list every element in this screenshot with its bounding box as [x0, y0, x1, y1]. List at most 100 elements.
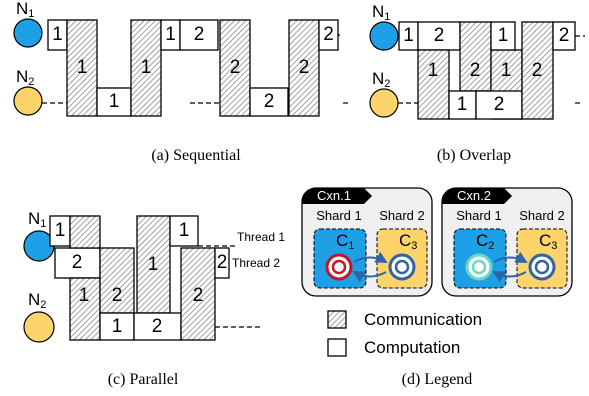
communication-block [521, 21, 554, 120]
communication-block [69, 215, 101, 249]
communication-swatch [327, 310, 347, 329]
block-label: 2 [470, 60, 481, 81]
node-n2-label: N2 [28, 290, 46, 311]
computation-block [179, 19, 219, 51]
block-label: 1 [55, 220, 66, 241]
cxn2-label: Cxn.2 [457, 188, 491, 203]
node-n2: N2 [23, 290, 55, 343]
block-label: 1 [148, 254, 159, 275]
thread-1-label: Thread 1 [237, 230, 285, 244]
communication-block [130, 19, 162, 117]
panel-legend: Cxn.1 Shard 1 Shard 2 C1 C3 Cxn.2 Shard … [301, 187, 573, 388]
c3-ring-icon [528, 253, 556, 281]
block-label: 2 [323, 24, 334, 45]
block-label: 1 [79, 285, 90, 306]
link-arrow-icon [493, 251, 528, 263]
block-label: 2 [217, 252, 228, 273]
block-label: 2 [434, 25, 445, 46]
c2-label: C2 [476, 231, 494, 252]
block-label: 2 [532, 60, 543, 81]
block-label: 1 [457, 94, 468, 115]
link-arrow-icon [492, 271, 527, 283]
communication-label: Communication [364, 310, 482, 329]
computation-swatch [327, 338, 347, 357]
node-n1-label: N1 [28, 209, 46, 230]
communication-block [99, 247, 135, 314]
block-label: 2 [194, 24, 205, 45]
communication-block [417, 49, 450, 120]
c1-label: C1 [336, 231, 354, 252]
communication-block [288, 19, 320, 117]
block-label: 1 [179, 220, 190, 241]
computation-block [318, 19, 339, 51]
computation-block [448, 90, 477, 120]
node-n2-circle [23, 311, 55, 343]
block-label: 2 [72, 252, 83, 273]
caption-sequential: (a) Sequential [151, 147, 241, 164]
computation-block [249, 87, 289, 117]
panel-parallel: N1 N2 1 2 1 2 1 1 2 1 2 2 Thread 1 Threa… [23, 209, 285, 388]
connection-2: Cxn.2 Shard 1 Shard 2 C2 C3 [441, 187, 573, 297]
node-n1-label: N1 [372, 2, 390, 23]
computation-block [169, 215, 199, 247]
computation-block [99, 312, 135, 341]
block-label: 1 [112, 316, 123, 337]
shard2-label: Shard 2 [519, 208, 565, 223]
link-arrow-icon [353, 251, 388, 263]
node-n2-label: N2 [16, 67, 34, 88]
caption-parallel: (c) Parallel [108, 371, 179, 388]
computation-label: Computation [364, 338, 460, 357]
panel-sequential: N1 N2 1 1 1 1 1 2 2 2 2 2 (a) Sequential [13, 0, 350, 164]
block-label: 2 [152, 316, 163, 337]
computation-block [214, 247, 230, 279]
block-label: 1 [403, 25, 414, 46]
block-label: 1 [498, 25, 509, 46]
node-n1-circle [369, 21, 399, 51]
block-label: 2 [193, 285, 204, 306]
computation-block [133, 312, 182, 341]
block-label: 2 [264, 91, 275, 112]
connection-header [442, 188, 512, 204]
shard2-label: Shard 2 [379, 208, 425, 223]
node-n2: N2 [13, 67, 43, 116]
connection-1: Cxn.1 Shard 1 Shard 2 C1 C3 [301, 187, 433, 297]
block-label: 1 [501, 60, 512, 81]
computation-block [96, 87, 132, 117]
node-n1: N1 [13, 0, 43, 48]
thread-2-label: Thread 2 [232, 256, 280, 270]
caption-legend: (d) Legend [402, 371, 473, 388]
block-label: 2 [299, 57, 310, 78]
c3-ring-icon [388, 253, 416, 281]
shard1-label: Shard 1 [456, 208, 502, 223]
node-n1-label: N1 [16, 0, 34, 20]
c1-ring-icon [325, 253, 353, 281]
computation-block [475, 90, 523, 120]
block-label: 2 [230, 57, 241, 78]
block-label: 1 [77, 57, 88, 78]
c3-label: C3 [399, 231, 417, 252]
node-n2: N2 [369, 69, 399, 118]
node-n2-circle [369, 88, 399, 118]
node-n2-label: N2 [372, 69, 390, 90]
block-label: 2 [112, 285, 123, 306]
panel-overlap: N1 N2 1 2 1 2 1 1 1 2 2 2 (b) Overlap [369, 2, 585, 164]
block-label: 2 [559, 25, 570, 46]
block-label: 1 [428, 60, 439, 81]
c2-ring-icon [465, 253, 493, 281]
communication-block [66, 19, 98, 117]
link-arrow-icon [352, 271, 387, 283]
c3-label: C3 [539, 231, 557, 252]
block-label: 1 [52, 24, 63, 45]
communication-block [69, 277, 101, 341]
block-label: 1 [141, 57, 152, 78]
communication-block [219, 19, 251, 117]
block-label: 1 [109, 91, 120, 112]
node-n1: N1 [369, 2, 399, 51]
cxn1-label: Cxn.1 [317, 188, 351, 203]
node-n1-circle [13, 18, 43, 48]
shard1-label: Shard 1 [316, 208, 362, 223]
block-label: 2 [494, 94, 505, 115]
communication-block [136, 215, 171, 314]
